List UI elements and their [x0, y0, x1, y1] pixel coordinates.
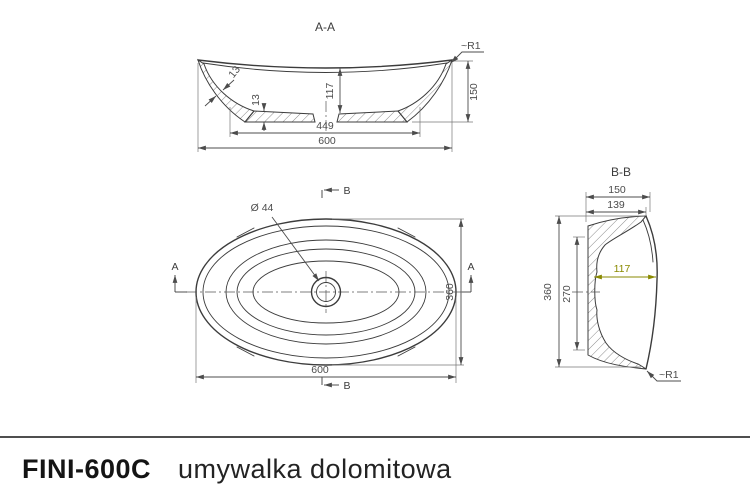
aa-dim-overall-width: 600: [197, 63, 453, 152]
bb-dim-inner-bottom-length: 270: [561, 236, 585, 351]
aa-floor-right-hatch: [336, 110, 409, 123]
aa-height-label: 150: [468, 83, 480, 101]
bb-cut-hatch: [587, 215, 648, 370]
aa-inner-bottom-width-label: 449: [316, 120, 334, 132]
plan-dim-overall-depth: 360: [332, 218, 464, 366]
plan-overall-width-label: 600: [311, 364, 329, 376]
product-description: umywalka dolomitowa: [178, 454, 452, 484]
aa-floor-left-hatch: [243, 110, 316, 123]
product-model: FINI-600C: [22, 454, 151, 484]
aa-rim-outer-edge: [197, 59, 453, 69]
plan-drain-diameter-label: Ø 44: [251, 202, 274, 214]
bb-dim-rim-height: 139: [586, 199, 647, 215]
plan-marker-b-bottom-label: B: [343, 380, 350, 392]
bb-dim-inner-depth: 117: [594, 263, 656, 280]
bb-rim-edge-line: [642, 219, 654, 263]
plan-overall-depth-label: 360: [444, 283, 456, 301]
plan-marker-a-right-label: A: [467, 261, 474, 273]
plan-marker-a-left-label: A: [171, 261, 178, 273]
aa-rim-radius-label: ~R1: [461, 40, 481, 52]
aa-dim-inner-bottom-width: 449: [229, 107, 421, 137]
bb-outer-silhouette: [645, 215, 658, 370]
aa-dim-height: 150: [412, 60, 480, 123]
aa-inner-depth-label: 117: [324, 82, 336, 99]
bb-rim-radius-note: ~R1: [646, 369, 681, 382]
section-aa-view: A-A 117 150 ~R1: [197, 20, 484, 152]
aa-left-wall-hatch: [197, 58, 255, 123]
aa-dim-floor-thickness: 13: [250, 94, 267, 131]
bb-height-label: 150: [608, 184, 626, 196]
title-block: FINI-600C umywalka dolomitowa: [0, 436, 750, 484]
bb-inner-bottom-length-label: 270: [561, 285, 573, 303]
aa-rim-radius-note: ~R1: [450, 40, 484, 64]
section-bb-view: B-B 150 139 117 270: [542, 165, 681, 382]
aa-overall-width-label: 600: [318, 135, 336, 147]
plan-section-marker-a-right: A: [462, 261, 475, 293]
plan-drain-hole-circle: [316, 282, 336, 302]
bb-rim-height-label: 139: [607, 199, 625, 211]
plan-section-marker-b-bottom: B: [321, 377, 351, 392]
bb-rim-radius-label: ~R1: [659, 369, 679, 381]
plan-marker-b-top-label: B: [343, 185, 350, 197]
aa-dim-inner-depth: 117: [324, 68, 343, 113]
plan-rim-break-marks: [236, 227, 416, 357]
bb-inner-depth-label: 117: [614, 263, 631, 275]
aa-right-wall-hatch: [397, 58, 453, 123]
plan-dim-overall-width: 600: [195, 297, 457, 383]
bb-overall-depth-label: 360: [542, 283, 554, 301]
bb-dim-overall-depth: 360: [542, 215, 644, 368]
plan-view: Ø 44 B B A A 600: [171, 185, 474, 392]
section-bb-title: B-B: [611, 165, 631, 179]
plan-drain-diameter-callout: Ø 44: [251, 202, 320, 282]
plan-section-marker-a-left: A: [171, 261, 187, 293]
plan-drain-outer-circle: [310, 276, 342, 308]
aa-rim-inner-edge: [202, 62, 448, 73]
plan-section-marker-b-top: B: [321, 185, 351, 198]
aa-floor-thickness-label: 13: [250, 94, 262, 106]
section-aa-title: A-A: [315, 20, 335, 34]
bb-dim-height: 150: [585, 184, 651, 222]
